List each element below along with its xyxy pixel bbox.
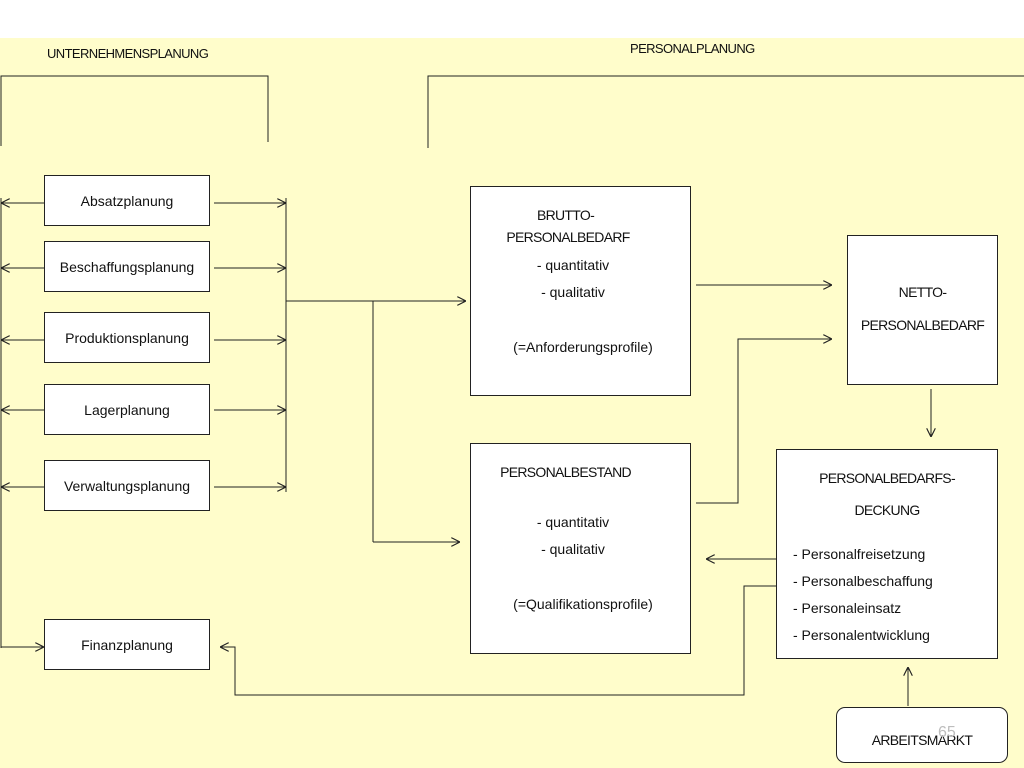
box-produktionsplanung: Produktionsplanung [44,312,210,363]
left-bracket [0,75,269,146]
net-title-line1: NETTO- [898,284,947,300]
coverage-list: - Personalfreisetzung - Personalbeschaff… [793,541,933,649]
box-label: Lagerplanung [84,401,170,418]
gross-title-line2: PERSONALBEDARF [506,229,630,245]
gross-item-qualitativ: - qualitativ [541,284,605,300]
box-absatzplanung: Absatzplanung [44,175,210,226]
coverage-title-line1: PERSONALBEDARFS- [819,470,956,486]
box-label: Verwaltungsplanung [63,477,191,494]
box-arbeitsmarkt: ARBEITSMARKT [836,707,1008,763]
box-label: Produktionsplanung [65,329,189,346]
market-label: ARBEITSMARKT [871,732,973,748]
box-personalbedarfsdeckung: PERSONALBEDARFS- DECKUNG - Personalfreis… [776,449,998,659]
stock-title: PERSONALBESTAND [500,464,632,480]
box-lagerplanung: Lagerplanung [44,384,210,435]
box-label: Finanzplanung [81,636,173,653]
box-label: Absatzplanung [80,192,174,209]
right-bracket [427,75,1024,148]
box-personalbestand: PERSONALBESTAND - quantitativ - qualitat… [470,443,691,654]
net-title-line2: PERSONALBEDARF [860,317,985,333]
coverage-item: - Personaleinsatz [793,600,902,616]
stock-item-quantitativ: - quantitativ [536,514,610,530]
page-number: 65 [938,724,956,741]
box-brutto-personalbedarf: BRUTTO- PERSONALBEDARF - quantitativ - q… [470,186,691,396]
box-verwaltungsplanung: Verwaltungsplanung [44,460,210,511]
stock-note: (=Qualifikationsprofile) [513,596,653,612]
heading-personalplanung: PERSONALPLANUNG [630,41,755,56]
gross-note: (=Anforderungsprofile) [513,339,653,355]
coverage-item: - Personalbeschaffung [793,573,933,589]
coverage-item: - Personalfreisetzung [793,546,926,562]
box-netto-personalbedarf: NETTO- PERSONALBEDARF [847,235,998,385]
coverage-item: - Personalentwicklung [793,627,930,643]
stock-item-qualitativ: - qualitativ [541,541,605,557]
gross-item-quantitativ: - quantitativ [536,257,610,273]
box-beschaffungsplanung: Beschaffungsplanung [44,241,210,292]
box-label: Beschaffungsplanung [59,258,195,275]
box-finanzplanung: Finanzplanung [44,619,210,670]
gross-title-line1: BRUTTO- [536,207,595,223]
coverage-title-line2: DECKUNG [854,502,920,518]
heading-unternehmensplanung: UNTERNEHMENSPLANUNG [47,46,209,61]
